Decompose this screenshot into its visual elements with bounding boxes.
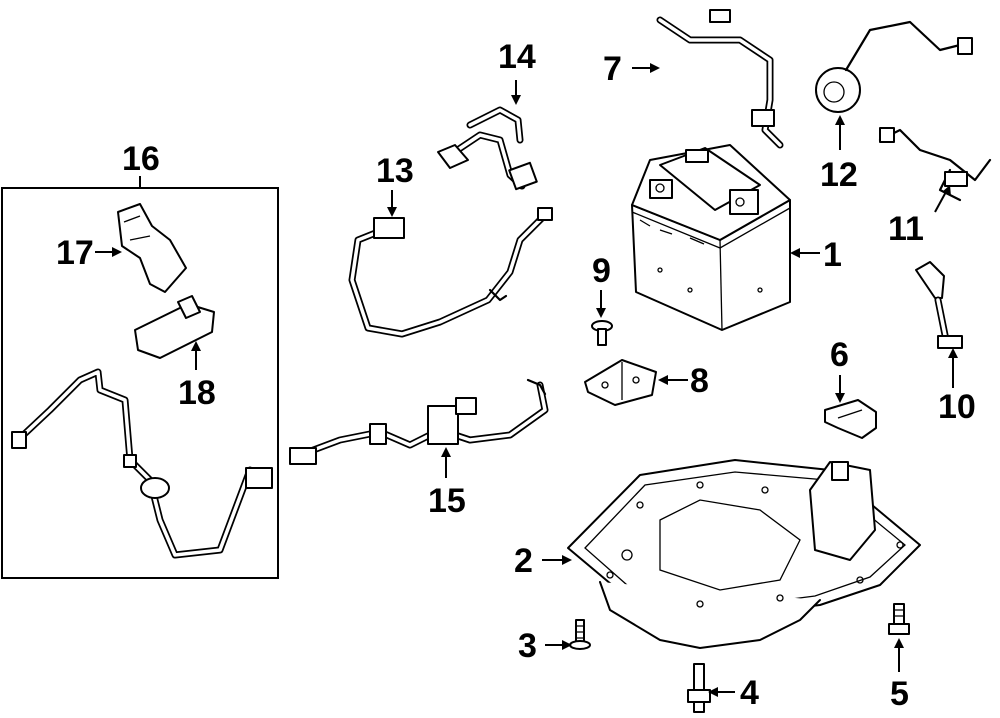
bolt-5 — [888, 603, 910, 635]
bolt-9 — [591, 320, 613, 346]
callout-9: 9 — [592, 252, 611, 290]
callout-4: 4 — [740, 674, 759, 712]
harness-16 — [11, 368, 273, 559]
callout-16: 16 — [122, 140, 160, 178]
callout-3: 3 — [518, 627, 537, 665]
harness-15 — [289, 378, 549, 465]
bracket-8 — [584, 359, 657, 406]
battery-tray — [567, 459, 921, 649]
callout-5: 5 — [890, 675, 909, 713]
horn-12 — [815, 20, 973, 113]
callout-6: 6 — [830, 336, 849, 374]
bolt-3 — [569, 619, 591, 650]
leader-lines — [95, 63, 958, 697]
group-16-box — [1, 176, 279, 579]
callout-7: 7 — [603, 50, 622, 88]
module-18 — [134, 295, 215, 359]
clip-6 — [824, 399, 877, 439]
callout-15: 15 — [428, 482, 466, 520]
callout-12: 12 — [820, 156, 858, 194]
harness-11 — [878, 127, 992, 202]
cable-10 — [915, 261, 963, 349]
battery — [631, 144, 791, 331]
callout-14: 14 — [498, 38, 536, 76]
callout-11: 11 — [888, 210, 924, 248]
bracket-7 — [656, 9, 784, 149]
callout-2: 2 — [514, 542, 533, 580]
callout-17: 17 — [56, 234, 94, 272]
callout-8: 8 — [690, 362, 709, 400]
cable-13 — [348, 207, 553, 338]
callout-1: 1 — [823, 236, 842, 274]
callout-13: 13 — [376, 152, 414, 190]
callout-10: 10 — [938, 388, 976, 426]
callout-18: 18 — [178, 374, 216, 412]
switch-17 — [117, 203, 187, 293]
cable-14 — [437, 106, 538, 191]
bolt-4 — [687, 663, 711, 713]
